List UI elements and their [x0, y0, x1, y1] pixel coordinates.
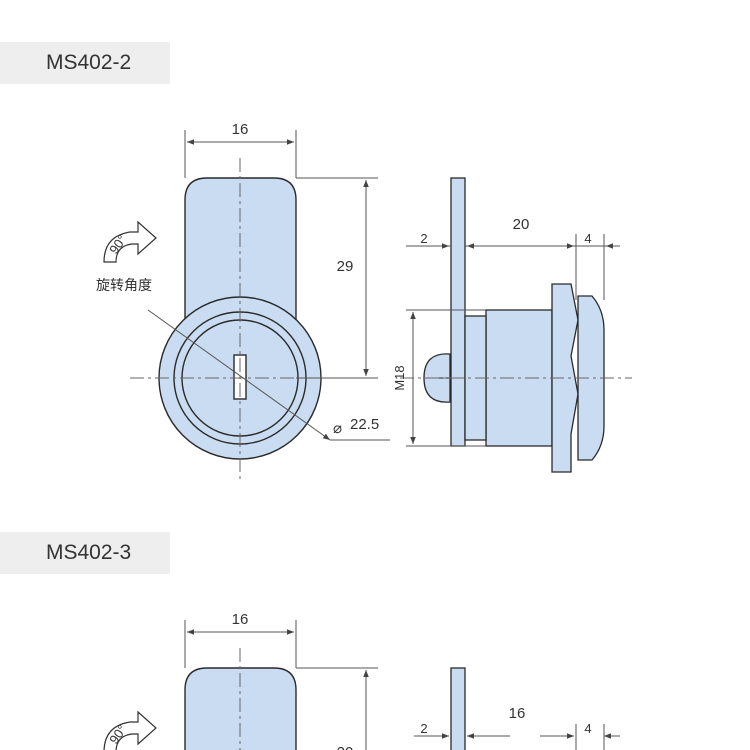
dim-diameter-1: 22.5	[350, 416, 379, 433]
dim-nut-2: 4	[584, 721, 591, 736]
dim-width-1: 16	[232, 121, 249, 138]
cam-plate-2	[450, 667, 466, 750]
dim-thread-1: M18	[392, 365, 407, 390]
dim-body-length-2: 16	[509, 705, 526, 722]
dim-plate-2: 2	[420, 721, 427, 736]
dim-height-1: 29	[337, 258, 354, 275]
dim-body-length-1: 20	[513, 216, 530, 233]
dim-nut-1: 4	[584, 231, 591, 246]
side-view-2	[450, 667, 466, 750]
dim-height-2: 20	[337, 744, 354, 750]
cam-plate	[450, 177, 466, 447]
model-label-ms402-3: MS402-3	[0, 532, 170, 574]
side-view-1	[423, 177, 605, 473]
rotation-arrow-icon-2: 90°	[103, 710, 157, 750]
rotation-label: 旋转角度	[96, 278, 152, 294]
dim-plate-1: 2	[420, 231, 427, 246]
dim-width-2: 16	[232, 611, 249, 628]
dim-diameter-symbol: ⌀	[333, 420, 342, 437]
rotation-arrow-icon: 90°	[103, 220, 157, 263]
lock-head	[577, 295, 605, 461]
model-label-ms402-2: MS402-2	[0, 42, 170, 84]
